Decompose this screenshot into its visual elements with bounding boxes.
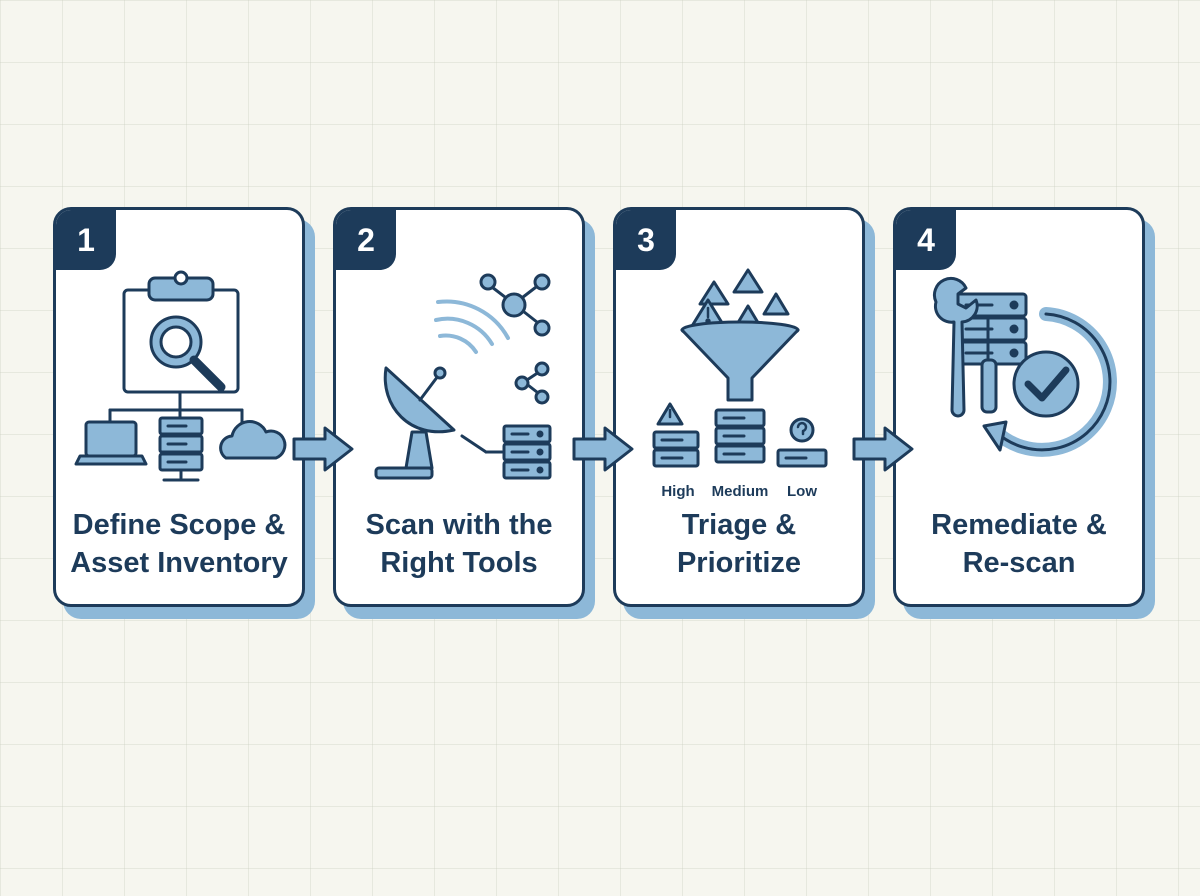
arrow-right-icon: [852, 426, 914, 472]
step-title: Define Scope & Asset Inventory: [70, 509, 288, 579]
severity-label-low: Low: [787, 483, 817, 500]
step-title: Scan with the Right Tools: [365, 509, 553, 579]
step-card-1: 1: [53, 207, 315, 619]
severity-label-high: High: [661, 483, 694, 500]
asset-inventory-icon: [74, 270, 287, 482]
step-card-4: 4: [893, 207, 1155, 619]
step-number-badge: 4: [896, 210, 956, 270]
arrow-right-icon: [292, 426, 354, 472]
step-title: Remediate & Re-scan: [931, 509, 1107, 579]
step-number-badge: 3: [616, 210, 676, 270]
step-card-3: 3: [613, 207, 875, 619]
step-number-badge: 1: [56, 210, 116, 270]
arrow-right-icon: [572, 426, 634, 472]
step-number-badge: 2: [336, 210, 396, 270]
severity-label-medium: Medium: [712, 483, 769, 500]
step-title: Triage & Prioritize: [676, 509, 802, 579]
triage-funnel-icon: High Medium Low: [652, 268, 828, 500]
scanner-tools-icon: [374, 273, 552, 480]
step-card-2: 2: [333, 207, 595, 619]
remediate-rescan-icon: [932, 276, 1117, 457]
